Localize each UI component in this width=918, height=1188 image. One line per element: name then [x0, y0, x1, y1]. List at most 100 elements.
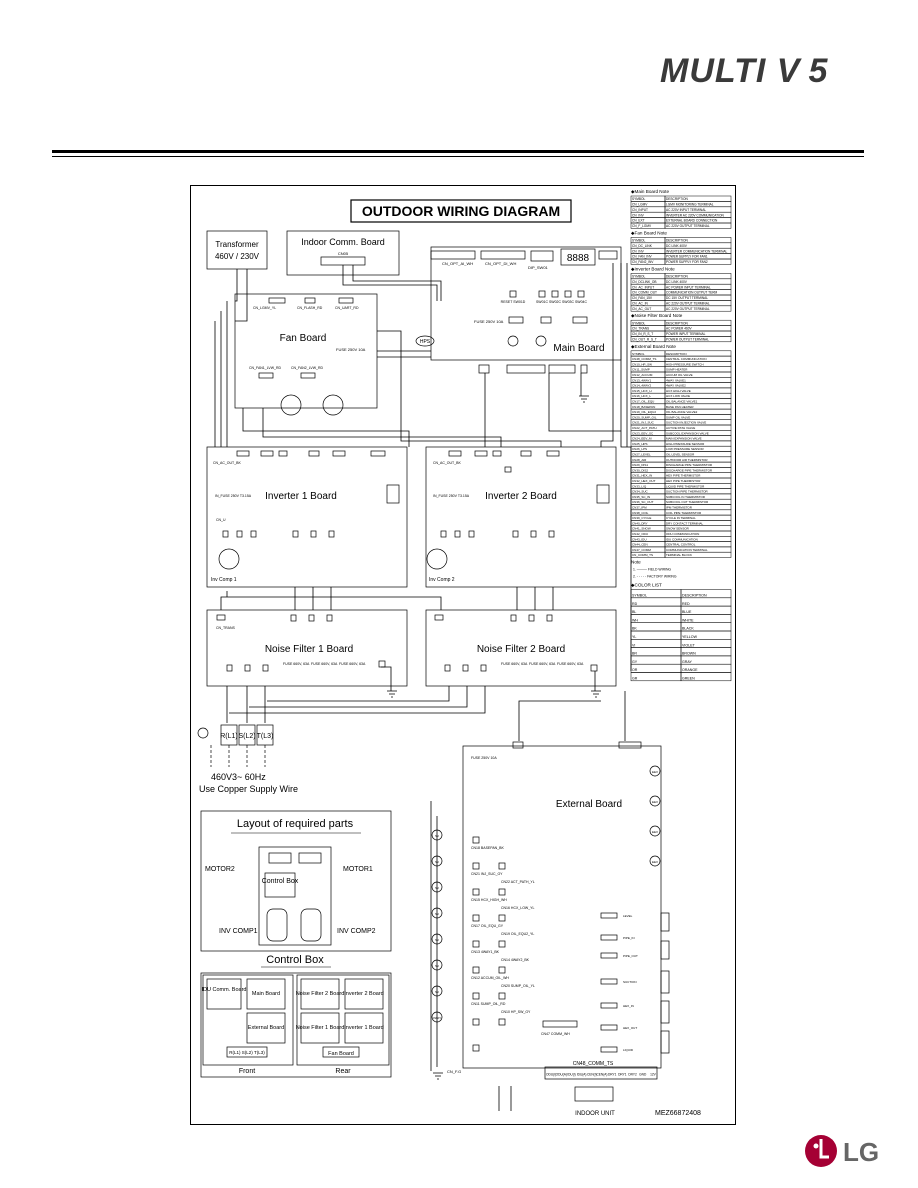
- note-cell: [630, 597, 682, 607]
- hps-label: HPS: [420, 339, 431, 345]
- note-symbol: BK: [632, 627, 637, 631]
- note-symbol: CN31_HEX_IN: [632, 474, 652, 478]
- note-cell: [630, 663, 682, 673]
- nf1-title: Noise Filter 1 Board: [265, 644, 353, 655]
- note-symbol: CN21_INJ_SUC: [632, 421, 655, 425]
- note-symbol: SYMBOL: [632, 352, 645, 356]
- cbox-front-label: Front: [239, 1068, 255, 1075]
- note-symbol: CN_AC_INPUT: [632, 285, 654, 289]
- valve-tag-5: SV: [435, 938, 439, 942]
- note-symbol: CN_FAN2_INV: [632, 260, 654, 264]
- comm-terminal-label: 12V: [650, 1073, 657, 1077]
- inverter2-box: [425, 446, 617, 588]
- nf1-fuse-3: FUSE 660V, 63A: [339, 662, 366, 666]
- fan1-conn-label: CN_FAN1_LVW_RD: [249, 366, 282, 370]
- inv-comp1-motor: [218, 548, 240, 570]
- note-description: AC 220V OUTPUT TERMINAL: [666, 307, 710, 311]
- inverter2-top-conns: [448, 450, 560, 473]
- jumper-2: [535, 335, 547, 347]
- valve-coil-symbols: [431, 765, 661, 1023]
- note-description: CYCLE IN TERMINAL: [666, 516, 696, 520]
- note-description: SUBCOOL OUT THERMISTOR: [666, 500, 709, 504]
- supply-voltage: 460V3~ 60Hz: [211, 772, 266, 782]
- nf2-box: [425, 609, 617, 687]
- note-description: IDU COMMUNICATION: [666, 537, 698, 541]
- fan-conn-label-3: CN_UART_RD: [335, 306, 359, 310]
- note-symbol: CN_DC_LINK: [632, 244, 653, 248]
- note-description: ACCUM OIL VALVE: [666, 373, 693, 377]
- note-symbol: SYMBOL: [632, 594, 647, 598]
- ext-valve-6: CN17 OIL_EQU_GY: [471, 924, 504, 928]
- note-section-title: ◆Inverter Board Note: [631, 266, 675, 271]
- note-description: BLACK: [682, 627, 694, 631]
- main-conn-ext: [548, 364, 576, 374]
- note-symbol: CN12_ACCUM: [632, 373, 653, 377]
- comm-terminal-label: GND: [639, 1073, 647, 1077]
- inv-comp2-shape: [300, 908, 322, 942]
- note-description: DC 15V OUTPUT TERMINAL: [666, 296, 708, 300]
- note-description: POWER SUPPLY FOR FAN1: [666, 255, 708, 259]
- valve-tag-4: SV: [435, 912, 439, 916]
- note-description: MAIN EXPANSION VALVE: [666, 437, 702, 441]
- jumper-1: [507, 335, 519, 347]
- cbox-rear: [296, 974, 390, 1066]
- note-symbol: CN_DCLINK_OB: [632, 280, 656, 284]
- reset-switch-label: RESET SW01D: [501, 300, 526, 304]
- note-description: HCX HIGH VALVE: [666, 389, 691, 393]
- eev-tag-4: EEV: [652, 860, 658, 864]
- wiring-lines: [214, 263, 632, 1111]
- nf2-title: Noise Filter 2 Board: [477, 644, 565, 655]
- inv2-conn-label: CN_AC_OUT_BK: [433, 461, 461, 465]
- note-description: POWER INPUT TERMINAL: [666, 332, 706, 336]
- inverter2-title: Inverter 2 Board: [485, 491, 557, 502]
- ext-valve-9: CN14 4WAY2_BK: [501, 958, 530, 962]
- note-description: COMMUNICATION OUTPUT TERM: [666, 291, 718, 295]
- inv1-conn-label: CN_AC_OUT_BK: [213, 461, 241, 465]
- cbox-external: External Board: [248, 1025, 284, 1031]
- note-cell: [664, 551, 732, 558]
- ext-valve-12: CN11 SUMP_OIL_RD: [471, 1002, 506, 1006]
- inv-comp2-text: INV COMP2: [337, 928, 376, 935]
- inv-comp2-motor: [426, 548, 448, 570]
- note-description: WHITE: [682, 618, 694, 622]
- comm-terminal-label: IDU(A): [577, 1073, 587, 1077]
- note-description: DISCHARGE PIPE THERMISTOR: [666, 468, 713, 472]
- note-cell: [630, 655, 682, 665]
- note-description: ORANGE: [682, 668, 698, 672]
- nf1-fuse-1: FUSE 660V, 63A: [283, 662, 310, 666]
- note-symbol: CN_OUT_R_S_T: [632, 338, 657, 342]
- note-description: OIL BALANCE VALVE2: [666, 410, 698, 414]
- note-symbol: CN37_IPM: [632, 506, 647, 510]
- inv1-output-conns: [222, 530, 335, 538]
- nf1-trans-label: CN_TRANS: [216, 626, 236, 630]
- note-symbol: CN_INV: [632, 249, 645, 253]
- transformer-voltage: 460V / 230V: [215, 252, 260, 261]
- note-section-title: ◆Main Board Note: [631, 189, 669, 194]
- note-description: EXTERNAL BOARD CONNECTION: [666, 219, 718, 223]
- copper-wire-note: Use Copper Supply Wire: [199, 784, 298, 794]
- main-conn-label-1: CN_OPT_AI_WH: [442, 261, 473, 266]
- note-description: GREEN: [682, 677, 695, 681]
- main-conn-fg: [580, 364, 588, 374]
- note-description: HCX LOW VALVE: [666, 394, 690, 398]
- inv2-dclink: [596, 484, 610, 504]
- comm-terminal-label: DRY1: [608, 1073, 617, 1077]
- ext-valve-2: CN21 INJ_SUC_GY: [471, 872, 503, 876]
- fan-motor-1: [280, 394, 302, 416]
- sensor-label-6: HEX_OUT: [623, 1026, 637, 1030]
- note-symbol: CN_IN_R_S_T: [632, 332, 653, 336]
- note-symbol: CN_FAN_15V: [632, 296, 653, 300]
- external-board-title: External Board: [556, 799, 622, 810]
- ext-valve-13: CN10 HP_SW_GY: [501, 1010, 531, 1014]
- note-description: COMMUNICATION TERMINAL: [666, 548, 708, 552]
- inv1-out-label: CN_U: [216, 518, 226, 522]
- note-symbol: CN26_LPS: [632, 447, 647, 451]
- main-switches: [509, 290, 585, 298]
- note-symbol: CN_COMM_OUT: [632, 291, 657, 295]
- note-symbol: CN27_LEVEL: [632, 453, 651, 457]
- fan-conn-label-2: CN_FLASH_RD: [297, 306, 323, 310]
- note-symbol: CN38_COIL: [632, 511, 649, 515]
- fan-board-title: Fan Board: [280, 333, 327, 344]
- note-symbol: SYMBOL: [632, 197, 646, 201]
